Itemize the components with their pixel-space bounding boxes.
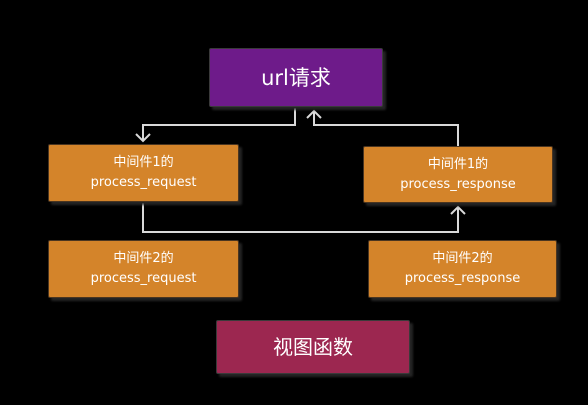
url-request-label: url请求 [261,65,331,90]
view-function-node: 视图函数 [216,320,410,374]
middleware2-request-line1: 中间件2的 [113,251,174,266]
middleware2-process-request-node: 中间件2的 process_request [48,240,239,298]
middleware2-request-line2: process_request [90,271,197,286]
middleware2-response-line2: process_response [404,271,521,286]
middleware1-request-line1: 中间件1的 [113,155,174,170]
middleware2-process-response-node: 中间件2的 process_response [368,240,557,298]
view-function-label: 视图函数 [273,335,353,359]
arrowhead-up-url [306,109,322,119]
arrowhead-up-response [450,205,466,215]
arrow-response-to-url [313,111,459,146]
middleware1-request-line2: process_request [90,175,197,190]
url-request-node: url请求 [209,48,383,107]
arrowhead-down-request [135,133,151,143]
middleware1-response-line2: process_response [400,176,516,192]
middleware2-response-line1: 中间件2的 [432,251,493,266]
middleware1-process-response-node: 中间件1的 process_response [363,146,553,203]
middleware1-process-request-node: 中间件1的 process_request [48,144,239,202]
middleware1-response-line1: 中间件1的 [427,156,489,172]
arrow-request-to-response [142,203,459,233]
arrow-url-to-request [142,108,296,141]
